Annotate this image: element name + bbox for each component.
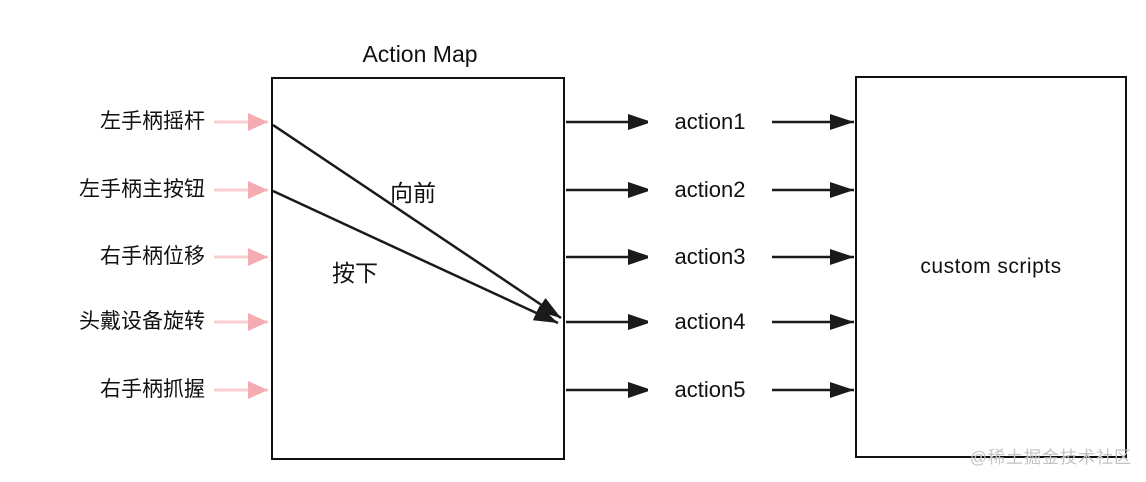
input-label-right-displacement: 右手柄位移	[100, 245, 205, 268]
action-label-2: action2	[648, 175, 772, 205]
input-label-left-main-button: 左手柄主按钮	[79, 178, 205, 201]
action-label-3: action3	[648, 242, 772, 272]
action-label-5: action5	[648, 375, 772, 405]
input-label-left-joystick: 左手柄摇杆	[100, 110, 205, 133]
custom-scripts-box: custom scripts	[855, 76, 1127, 458]
action-label-1: action1	[648, 107, 772, 137]
input-label-headset-rotation: 头戴设备旋转	[79, 310, 205, 333]
input-label-right-grip: 右手柄抓握	[100, 378, 205, 401]
action-label-4: action4	[648, 307, 772, 337]
diagram-title: Action Map	[362, 41, 478, 67]
custom-scripts-label: custom scripts	[920, 255, 1062, 278]
mapping-label-press: 按下	[332, 260, 378, 286]
watermark: @稀土掘金技术社区	[969, 448, 1132, 467]
mapping-label-forward: 向前	[390, 180, 436, 206]
action-map-box	[271, 77, 565, 460]
